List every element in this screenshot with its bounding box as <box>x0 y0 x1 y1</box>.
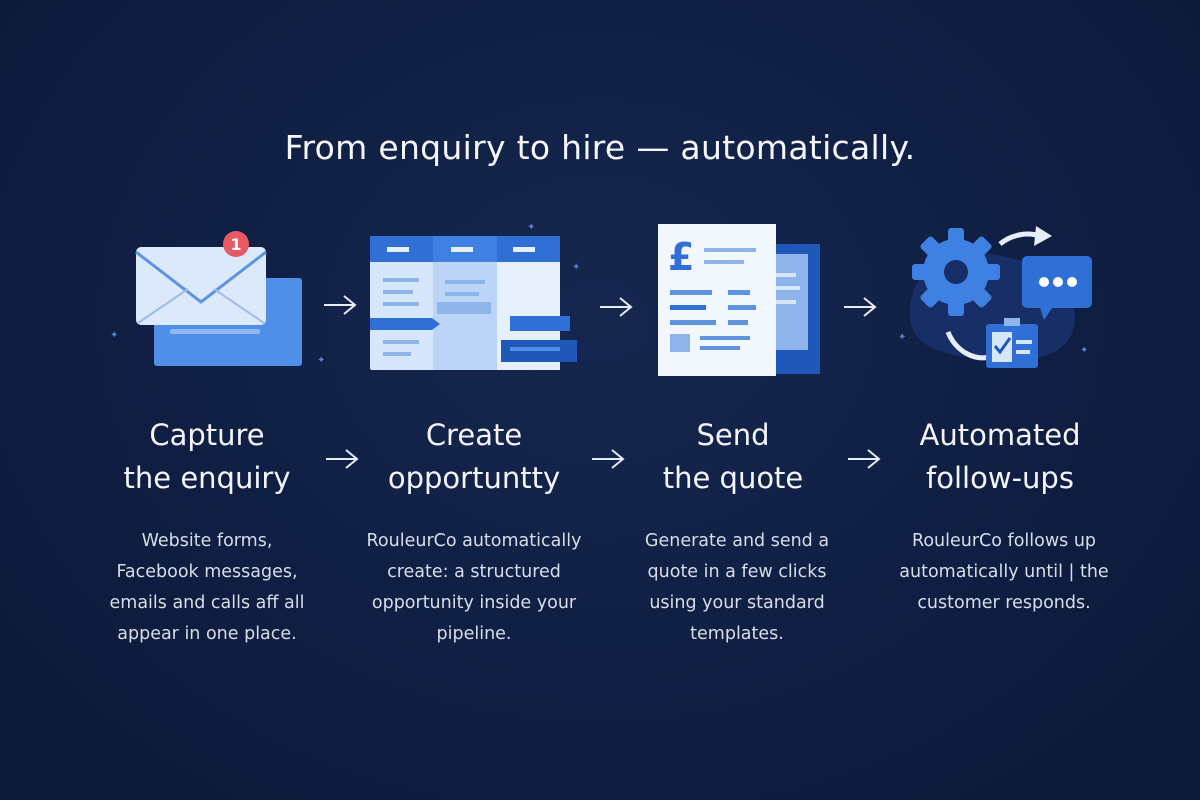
sparkle-icon: ✦ <box>110 330 118 341</box>
step-title-capture: Capture the enquiry <box>67 414 347 500</box>
arrow-right-icon <box>842 296 878 318</box>
step-title-send: Send the quote <box>593 414 873 500</box>
pipeline-board-icon <box>365 230 585 375</box>
envelope-icon: 1 <box>110 225 320 375</box>
pound-symbol: £ <box>668 235 694 279</box>
sparkle-icon: ✦ <box>1080 345 1088 356</box>
step-title-create: Create opportuntty <box>334 414 614 500</box>
sparkle-icon: ✦ <box>572 262 580 273</box>
arrow-right-icon <box>322 294 358 316</box>
step-description-capture: Website forms, Facebook messages, emails… <box>72 526 342 650</box>
step-description-followups: RouleurCo follows up automatically until… <box>869 526 1139 619</box>
page-title: From enquiry to hire — automatically. <box>0 128 1200 167</box>
sparkle-icon: ✦ <box>898 332 906 343</box>
step-description-send: Generate and send a quote in a few click… <box>602 526 872 650</box>
arrow-right-icon <box>598 296 634 318</box>
sparkle-icon: ✦ <box>317 355 325 366</box>
automation-gear-icon <box>900 222 1100 372</box>
step-title-followups: Automated follow-ups <box>860 414 1140 500</box>
quote-document-icon: £ <box>650 218 830 383</box>
sparkle-icon: ✦ <box>527 222 535 233</box>
gear-icon <box>912 228 1000 316</box>
clipboard-icon <box>986 318 1038 368</box>
badge-count: 1 <box>230 235 241 254</box>
step-description-create: RouleurCo automatically create: a struct… <box>339 526 609 650</box>
